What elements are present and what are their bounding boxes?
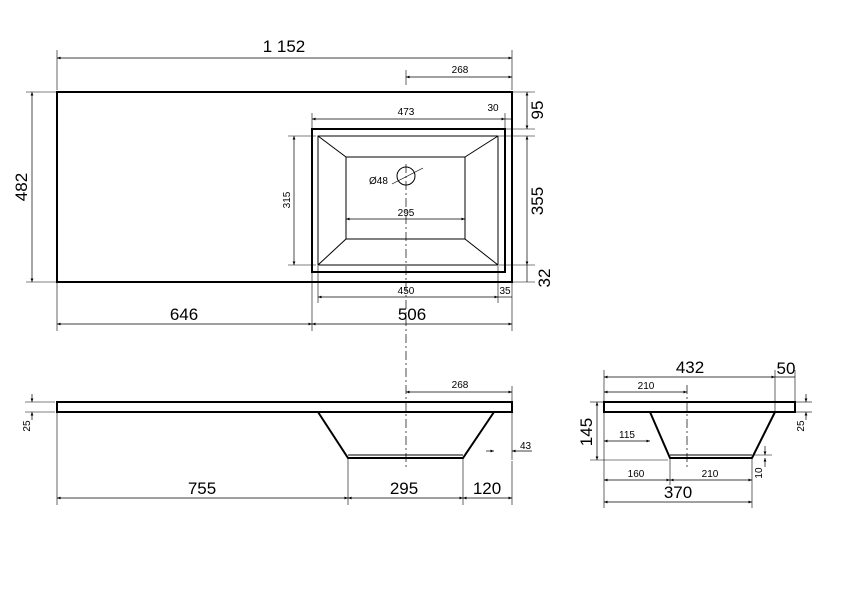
- dim-front-left: 755: [188, 479, 216, 498]
- dim-drain-diameter: Ø48: [369, 176, 388, 187]
- front-slab: [56, 401, 513, 413]
- dim-side-overall: 432: [676, 358, 704, 377]
- top-view: 1 152 268 473 30 95 482 315 Ø48 295: [12, 37, 554, 470]
- dim-rim-bottom: 32: [535, 269, 554, 288]
- bowl-rim-inner: [317, 135, 499, 266]
- dim-front-drain-offset: 268: [452, 380, 469, 391]
- side-slab: [603, 401, 796, 413]
- dim-right-section: 506: [398, 305, 426, 324]
- side-bowl: [649, 411, 776, 459]
- dim-side-bowl-height: 145: [577, 418, 596, 446]
- dim-side-bottom-width: 210: [702, 469, 719, 480]
- dim-bowl-length: 355: [528, 187, 547, 215]
- dim-depth: 482: [12, 173, 31, 201]
- front-view: 25 268 43 755 295 120: [22, 380, 532, 505]
- dim-bowl-outer-width: 450: [398, 286, 415, 297]
- dim-rim-right: 30: [487, 103, 499, 114]
- dim-wall-offset: 43: [520, 441, 532, 452]
- dim-side-inner-height: 115: [619, 430, 635, 441]
- dim-front-thickness: 25: [22, 420, 33, 432]
- dim-left-shelf: 646: [170, 305, 198, 324]
- dim-side-floor-thickness: 10: [754, 467, 765, 479]
- dim-side-rim: 50: [777, 359, 796, 378]
- bowl-rim-outer: [311, 128, 506, 273]
- dim-bowl-offset: 268: [452, 65, 469, 76]
- side-view: 432 50 210 145 115 25 10 160 210: [577, 358, 812, 508]
- front-bowl: [317, 411, 495, 459]
- dim-bowl-inner-width: 473: [398, 107, 415, 118]
- bowl-bottom: [345, 156, 466, 240]
- countertop-outline: [56, 91, 513, 283]
- dim-bowl-depth-vertical: 315: [282, 191, 293, 208]
- dim-side-thickness: 25: [796, 420, 807, 432]
- dim-front-bottom: 295: [390, 479, 418, 498]
- dim-bowl-bottom-width: 295: [398, 208, 415, 219]
- dim-overall-length: 1 152: [263, 37, 306, 56]
- dim-rim-top: 95: [528, 101, 547, 120]
- dim-side-bottom-left: 160: [628, 469, 645, 480]
- dim-side-bottom-total: 370: [664, 483, 692, 502]
- dim-rim-right-bottom: 35: [499, 286, 511, 297]
- dim-side-drain-offset: 210: [638, 381, 655, 392]
- dim-front-right: 120: [473, 479, 501, 498]
